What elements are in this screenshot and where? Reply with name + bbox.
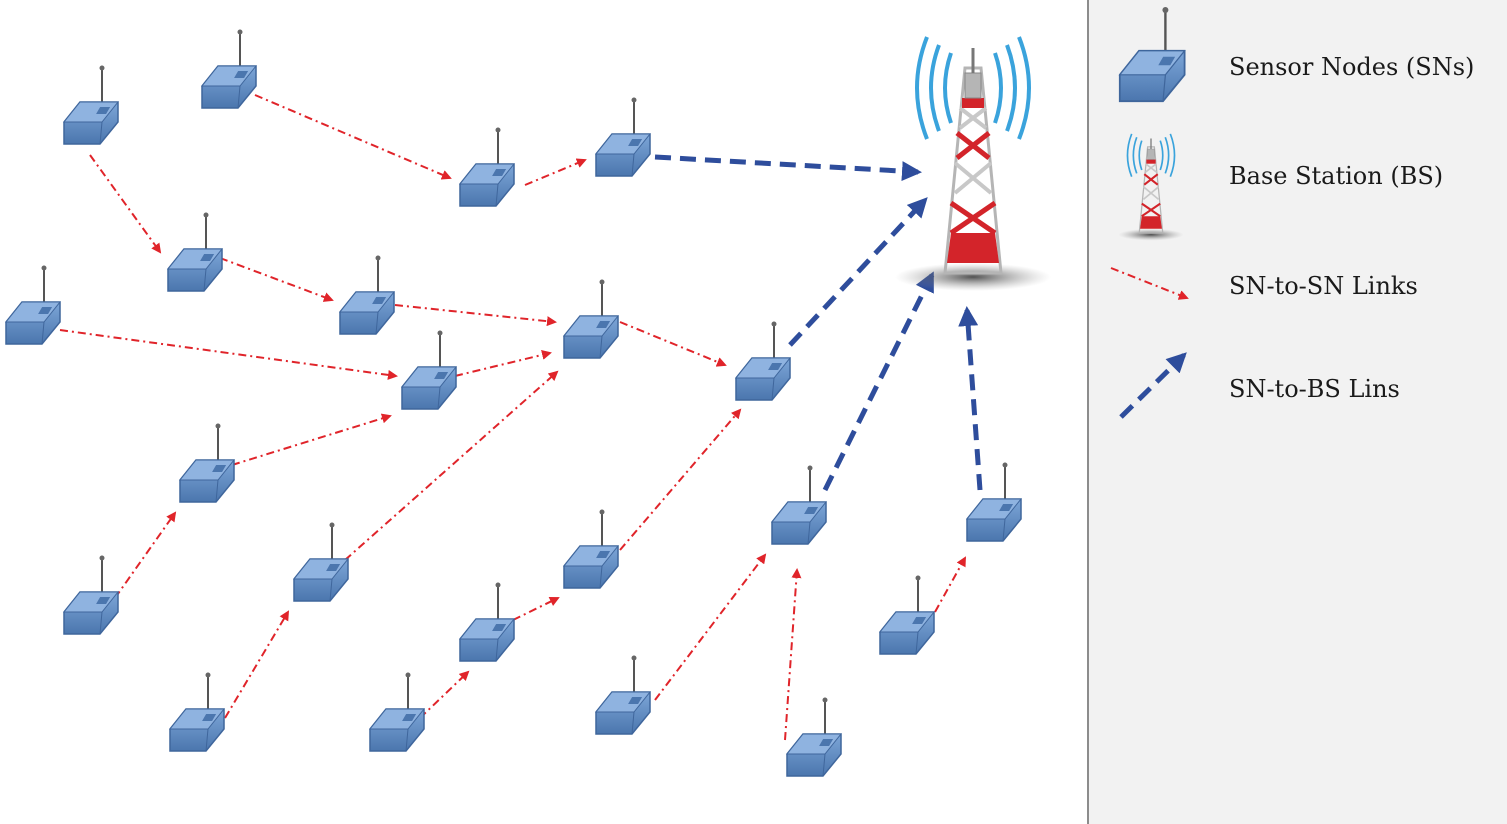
sensor-node-icon — [595, 654, 651, 735]
sn-link — [224, 610, 290, 719]
legend-label-sensor-nodes: Sensor Nodes (SNs) — [1229, 53, 1475, 81]
sensor-node-icon — [563, 508, 619, 589]
legend-label-sn-to-bs-links: SN-to-BS Lins — [1229, 375, 1400, 403]
base-station-icon — [895, 37, 1051, 291]
bs-link — [822, 271, 935, 492]
sensor-nodes — [5, 28, 1022, 777]
sensor-node-icon — [293, 521, 349, 602]
sn-link — [394, 304, 557, 327]
sn-link — [114, 511, 177, 599]
sensor-node-icon — [179, 422, 235, 503]
legend-label-sn-to-sn-links: SN-to-SN Links — [1229, 272, 1418, 300]
sn-link — [512, 597, 560, 621]
sensor-node-icon — [786, 696, 842, 777]
legend-label-base-station: Base Station (BS) — [1229, 162, 1444, 190]
bs-link — [958, 306, 983, 491]
sensor-node-icon — [771, 464, 827, 545]
sn-link — [524, 158, 587, 186]
sn-link — [89, 154, 162, 254]
sn-link — [254, 94, 452, 180]
sensor-node-icon — [5, 264, 61, 345]
sn-to-bs-links — [654, 154, 983, 492]
network-diagram — [5, 28, 1087, 777]
sensor-node-icon — [169, 671, 225, 752]
sn-link — [619, 321, 727, 367]
sensor-node-icon — [459, 581, 515, 662]
sensor-node-icon — [1118, 5, 1186, 103]
sn-link — [231, 413, 392, 466]
sn-to-sn-links — [59, 94, 966, 741]
sensor-node-icon — [735, 320, 791, 401]
sensor-node-icon — [339, 254, 395, 335]
sensor-node-icon — [369, 671, 425, 752]
sensor-node-icon — [63, 554, 119, 635]
sn-link — [219, 257, 334, 302]
sn-link — [784, 568, 802, 741]
base-station-icon — [1117, 132, 1185, 242]
bs-link — [654, 154, 922, 182]
sensor-node-icon — [63, 64, 119, 145]
sn-link — [454, 350, 552, 377]
legend-icons — [1110, 5, 1189, 419]
sensor-node-icon — [201, 28, 257, 109]
bs-link — [788, 197, 928, 347]
sensor-node-icon — [879, 574, 935, 655]
legend: Sensor Nodes (SNs) Base Station (BS) SN-… — [1087, 0, 1507, 824]
sensor-node-icon — [595, 96, 651, 177]
sensor-node-icon — [563, 278, 619, 359]
sn-link — [419, 670, 470, 719]
sn-link — [619, 408, 742, 551]
sn-link — [344, 370, 559, 561]
sensor-node-icon — [401, 329, 457, 410]
sn-link — [934, 556, 966, 613]
sensor-node-icon — [459, 126, 515, 207]
sensor-node-icon — [167, 211, 223, 292]
sensor-node-icon — [966, 461, 1022, 542]
sn-to-bs-arrow-icon — [1119, 352, 1187, 419]
sn-to-sn-arrow-icon — [1110, 267, 1189, 300]
sn-link — [59, 329, 398, 380]
sn-link — [654, 553, 767, 701]
